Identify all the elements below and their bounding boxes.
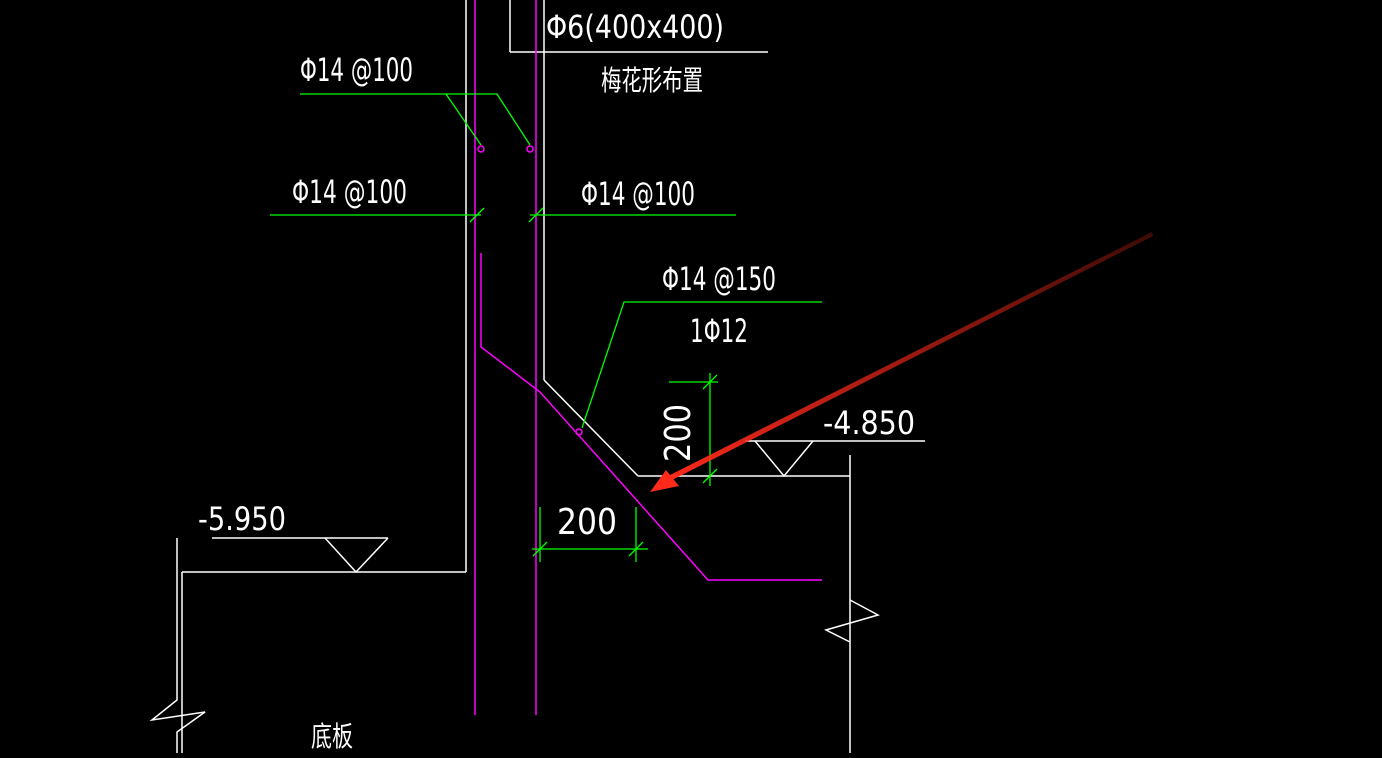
text-labels: Φ6(400x400) 梅花形布置 Φ14 @100 Φ14 @100 Φ14 … — [198, 8, 915, 753]
rebar-dot-3 — [575, 428, 583, 436]
arrow-head — [650, 470, 679, 492]
label-rebar-right: Φ14 @100 — [581, 175, 695, 213]
rebar-lines — [474, 0, 822, 715]
leader-top-right — [300, 93, 531, 146]
leader-haunch — [581, 301, 822, 429]
dim-vertical-text: 200 — [658, 404, 699, 462]
haunch-edge — [543, 379, 639, 477]
label-tie-layout: 梅花形布置 — [601, 64, 703, 97]
label-rebar-top: Φ14 @100 — [300, 51, 413, 89]
dim-v-tick-top — [702, 374, 718, 390]
rebar-haunch — [480, 253, 822, 581]
break-line-left — [149, 538, 206, 753]
label-base-slab: 底板 — [311, 720, 353, 753]
label-rebar-haunch: Φ14 @150 — [662, 260, 776, 298]
label-tie-rebar: Φ6(400x400) — [546, 8, 724, 46]
dim-h-tick-right — [628, 541, 644, 557]
structure-outline — [149, 0, 925, 753]
elev-right-text: -4.850 — [823, 404, 915, 442]
dim-h-tick-left — [532, 541, 548, 557]
leader-lines — [270, 93, 822, 562]
rebar-dot-1 — [477, 145, 485, 153]
break-line-right — [823, 599, 880, 643]
arrow-shaft — [668, 232, 1153, 480]
elev-left-text: -5.950 — [198, 500, 286, 538]
leader-top-left — [445, 93, 482, 146]
tick-mid-left — [469, 207, 485, 223]
elev-right-triangle — [754, 440, 814, 478]
tick-mid-right — [528, 207, 544, 223]
annotation-arrow — [650, 232, 1153, 492]
label-rebar-left: Φ14 @100 — [292, 173, 407, 211]
rebar-dot-2 — [526, 145, 534, 153]
dim-v-tick-bottom — [702, 468, 718, 484]
label-rebar-haunch-extra: 1Φ12 — [690, 312, 748, 350]
elev-left-triangle — [324, 537, 389, 574]
dim-horizontal-text: 200 — [557, 502, 617, 543]
